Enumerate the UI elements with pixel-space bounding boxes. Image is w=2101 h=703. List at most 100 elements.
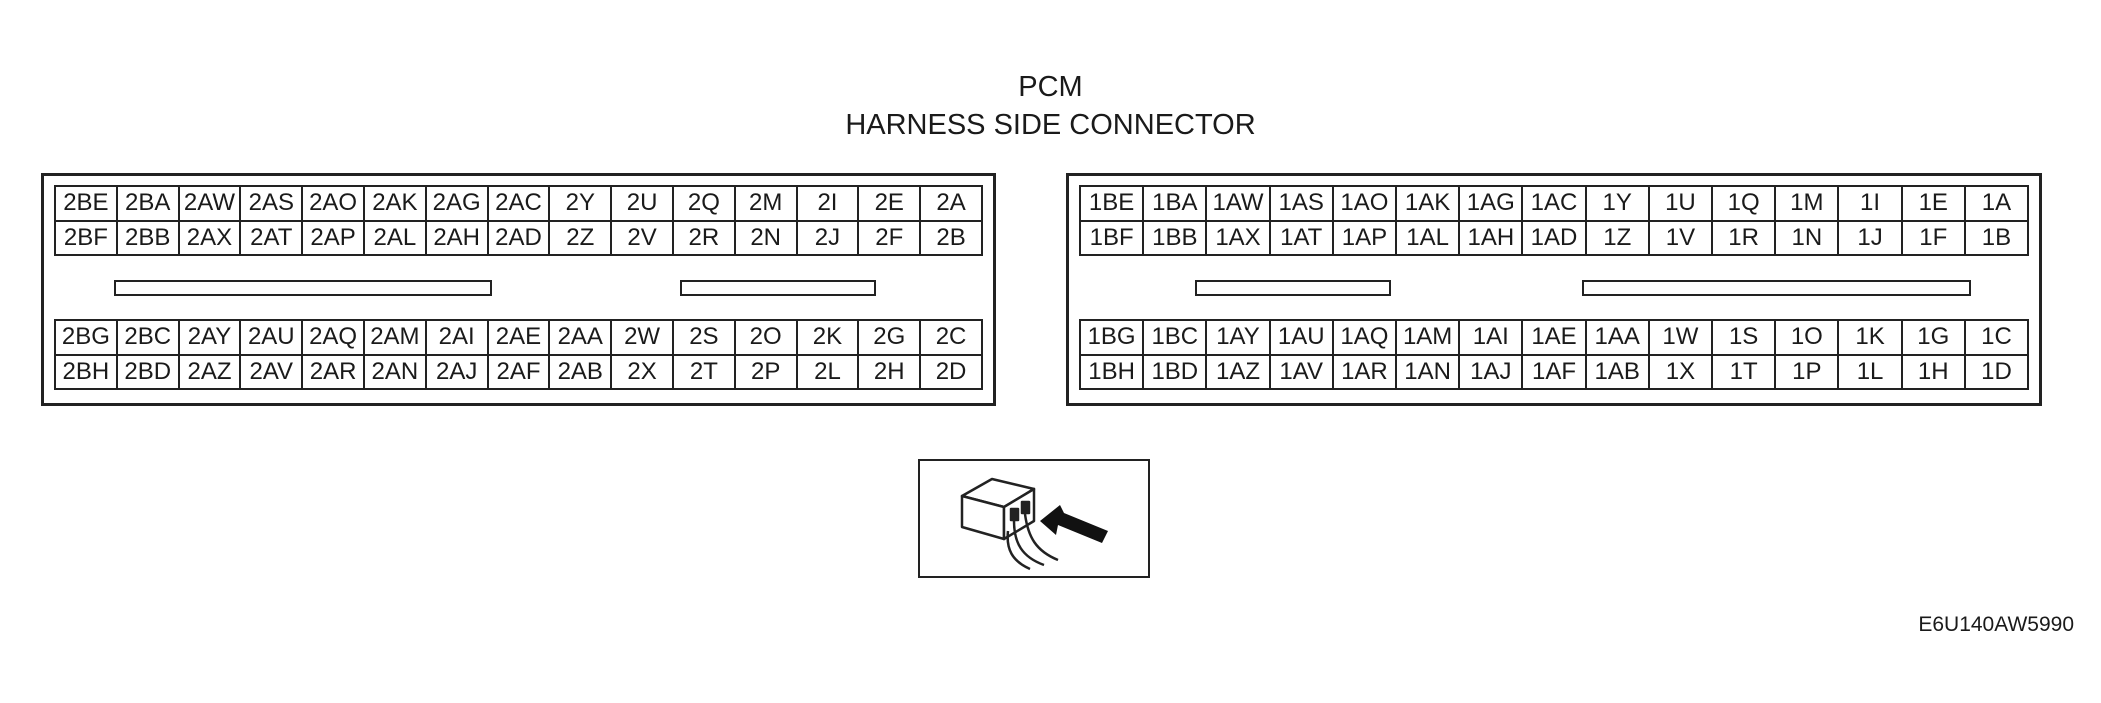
pin-cell: 1P: [1774, 355, 1837, 388]
pin-cell: 1BE: [1088, 189, 1135, 217]
pin-cell: 1F: [1900, 221, 1964, 254]
pin-cell: 2AT: [239, 221, 301, 254]
pin-cell: 2BC: [115, 321, 178, 354]
pin-cell: 1BC: [1142, 321, 1205, 354]
pin-cell: 2AR: [301, 355, 363, 388]
pin-cell: 2L: [795, 355, 858, 388]
pin-cell: 2BB: [115, 221, 178, 254]
pin-cell: 1AJ: [1458, 355, 1521, 388]
pin-cell: 1AM: [1395, 321, 1458, 354]
pin-cell: 1B: [1963, 221, 2027, 254]
pin-cell: 1AC: [1521, 187, 1584, 220]
connector-1-key-slot-left: [1195, 280, 1391, 296]
pin-cell: 2G: [857, 321, 919, 354]
pin-cell: 2V: [610, 221, 672, 254]
pin-cell: 1AH: [1458, 221, 1521, 254]
figure-code: E6U140AW5990: [1918, 613, 2074, 636]
pin-cell: 1AE: [1521, 321, 1584, 354]
pin-cell: 2O: [733, 321, 796, 354]
pin-cell: 2U: [610, 187, 672, 220]
pin-cell: 1AP: [1331, 221, 1395, 254]
pin-cell: 1A: [1963, 187, 2027, 220]
pin-cell: 1BH: [1088, 357, 1135, 385]
pin-cell: 1AT: [1268, 221, 1332, 254]
pin-cell: 1AR: [1331, 355, 1395, 388]
pin-cell: 2BG: [61, 323, 110, 351]
pin-cell: 1C: [1963, 321, 2027, 354]
pin-cell: 1AK: [1395, 187, 1458, 220]
harness-side-view-icon: [918, 459, 1150, 578]
pin-cell: 1I: [1837, 187, 1900, 220]
pin-cell: 1AB: [1584, 355, 1648, 388]
pin-cell: 1BD: [1142, 355, 1205, 388]
pin-cell: 2AD: [486, 221, 549, 254]
pin-cell: 1BF: [1089, 223, 1134, 251]
pin-cell: 1X: [1647, 355, 1711, 388]
pin-cell: 1AY: [1205, 321, 1268, 354]
pin-cell: 1M: [1774, 187, 1837, 220]
pin-cell: 2BD: [115, 355, 178, 388]
pin-cell: 1Y: [1584, 187, 1648, 220]
connector-1-key-slot-right: [1582, 280, 1971, 296]
pin-cell: 2BA: [115, 187, 178, 220]
pin-cell: 2C: [919, 321, 981, 354]
pin-cell: 2J: [795, 221, 858, 254]
pin-cell: 1N: [1774, 221, 1837, 254]
pin-cell: 2S: [671, 321, 734, 354]
pin-cell: 2AH: [424, 221, 487, 254]
pin-cell: 2I: [795, 187, 858, 220]
pin-cell: 1BB: [1142, 221, 1205, 254]
pin-cell: 2AO: [301, 187, 363, 220]
pin-cell: 2AY: [177, 321, 240, 354]
pin-cell: 1AD: [1521, 221, 1584, 254]
pin-cell: 2H: [857, 355, 919, 388]
pin-cell: 2AL: [362, 221, 425, 254]
pin-cell: 2W: [610, 321, 672, 354]
pin-cell: 2AJ: [424, 355, 487, 388]
pin-cell: 1O: [1774, 321, 1837, 354]
pin-cell: 2P: [733, 355, 796, 388]
pin-cell: 1AG: [1458, 187, 1521, 220]
pin-cell: 1L: [1837, 355, 1900, 388]
pin-cell: 1R: [1711, 221, 1774, 254]
pin-cell: 1U: [1647, 187, 1711, 220]
pin-cell: 1AA: [1584, 321, 1648, 354]
pin-cell: 1W: [1647, 321, 1711, 354]
pin-cell: 2D: [919, 355, 981, 388]
pin-cell: 2BE: [63, 189, 109, 217]
pin-cell: 2AG: [424, 187, 487, 220]
pin-cell: 2AI: [424, 321, 487, 354]
pin-cell: 2AK: [362, 187, 425, 220]
pin-cell: 2Y: [548, 187, 610, 220]
pin-cell: 2AX: [177, 221, 240, 254]
pin-cell: 1AN: [1395, 355, 1458, 388]
pin-cell: 2F: [857, 221, 919, 254]
pin-cell: 2B: [919, 221, 981, 254]
pin-cell: 1AU: [1268, 321, 1332, 354]
pin-cell: 1AX: [1205, 221, 1268, 254]
pin-cell: 2A: [919, 187, 981, 220]
pin-cell: 2M: [733, 187, 796, 220]
pin-cell: 1J: [1837, 221, 1900, 254]
pin-cell: 2AA: [548, 321, 610, 354]
pin-cell: 1T: [1711, 355, 1774, 388]
pin-cell: 1AF: [1521, 355, 1584, 388]
pin-cell: 1BA: [1142, 187, 1205, 220]
connector-view-direction-icon: [960, 477, 1108, 571]
pin-cell: 1AL: [1395, 221, 1458, 254]
pin-cell: 2AW: [177, 187, 240, 220]
pin-cell: 1AO: [1331, 187, 1395, 220]
pin-cell: 1BG: [1087, 323, 1136, 351]
pin-cell: 2AQ: [301, 321, 363, 354]
pin-cell: 2AP: [301, 221, 363, 254]
connector-2-key-slot-right: [680, 280, 876, 296]
